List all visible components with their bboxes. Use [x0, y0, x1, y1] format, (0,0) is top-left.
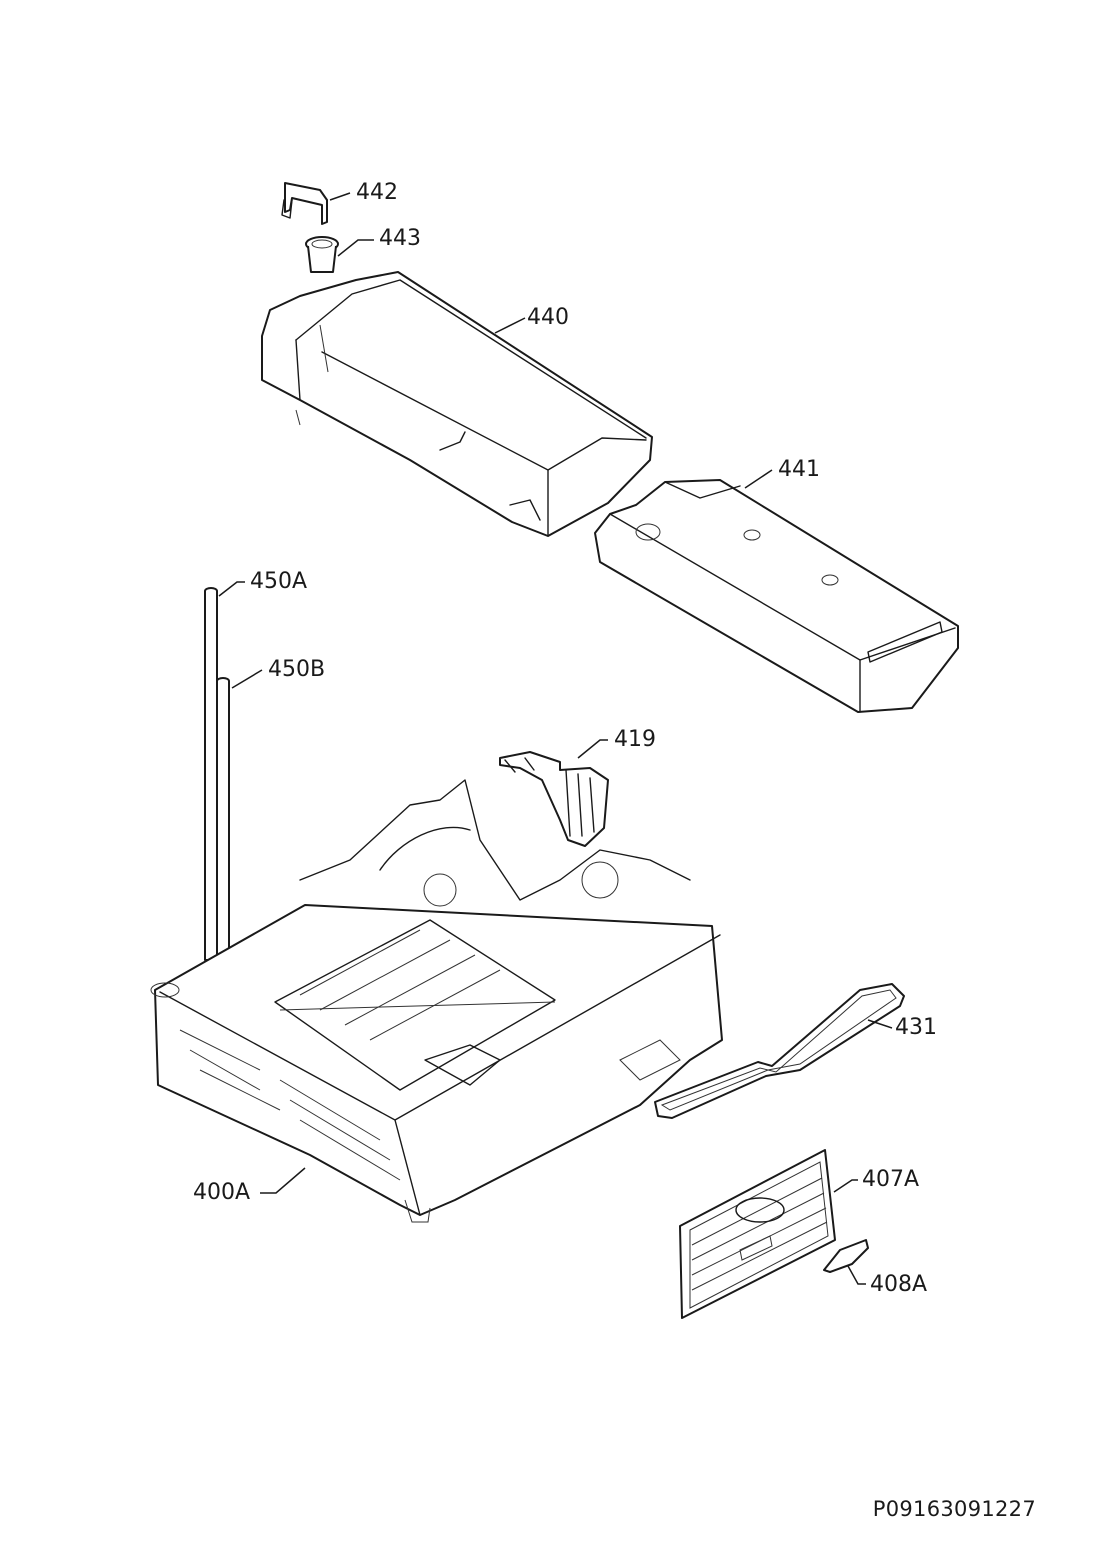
part-442-bracket[interactable] [281, 182, 328, 225]
leader-408A [847, 1265, 866, 1285]
callout-440[interactable]: 440 [527, 305, 569, 330]
leader-443 [337, 239, 374, 257]
part-431-gasket[interactable] [654, 983, 905, 1119]
callout-450A[interactable]: 450A [250, 569, 307, 594]
leader-450B [231, 669, 263, 689]
callout-441[interactable]: 441 [778, 457, 820, 482]
part-408A-tab[interactable] [823, 1239, 869, 1273]
leader-419 [577, 739, 608, 759]
part-419-clip[interactable] [499, 751, 609, 847]
part-450B-rod[interactable] [216, 677, 230, 956]
part-443-sleeve[interactable] [305, 236, 339, 273]
callout-400A[interactable]: 400A [193, 1180, 250, 1205]
callout-443[interactable]: 443 [379, 226, 421, 251]
leader-440 [494, 317, 526, 334]
callout-442[interactable]: 442 [356, 180, 398, 205]
leader-450A [218, 581, 245, 597]
part-400A-base[interactable] [150, 779, 723, 1223]
part-407A-grille[interactable] [679, 1149, 836, 1319]
callout-408A[interactable]: 408A [870, 1272, 927, 1297]
callout-407A[interactable]: 407A [862, 1167, 919, 1192]
part-440-cover[interactable] [261, 271, 653, 537]
callout-450B[interactable]: 450B [268, 657, 325, 682]
document-code: P09163091227 [872, 1497, 1036, 1521]
part-441-drawer[interactable] [594, 479, 959, 713]
callout-431[interactable]: 431 [895, 1015, 937, 1040]
leader-400A [260, 1167, 306, 1194]
leader-407A [833, 1179, 858, 1193]
part-450A-rod[interactable] [204, 587, 218, 961]
leader-442 [329, 192, 351, 201]
leader-431 [867, 1019, 893, 1029]
leader-441 [744, 469, 773, 489]
callout-419[interactable]: 419 [614, 727, 656, 752]
